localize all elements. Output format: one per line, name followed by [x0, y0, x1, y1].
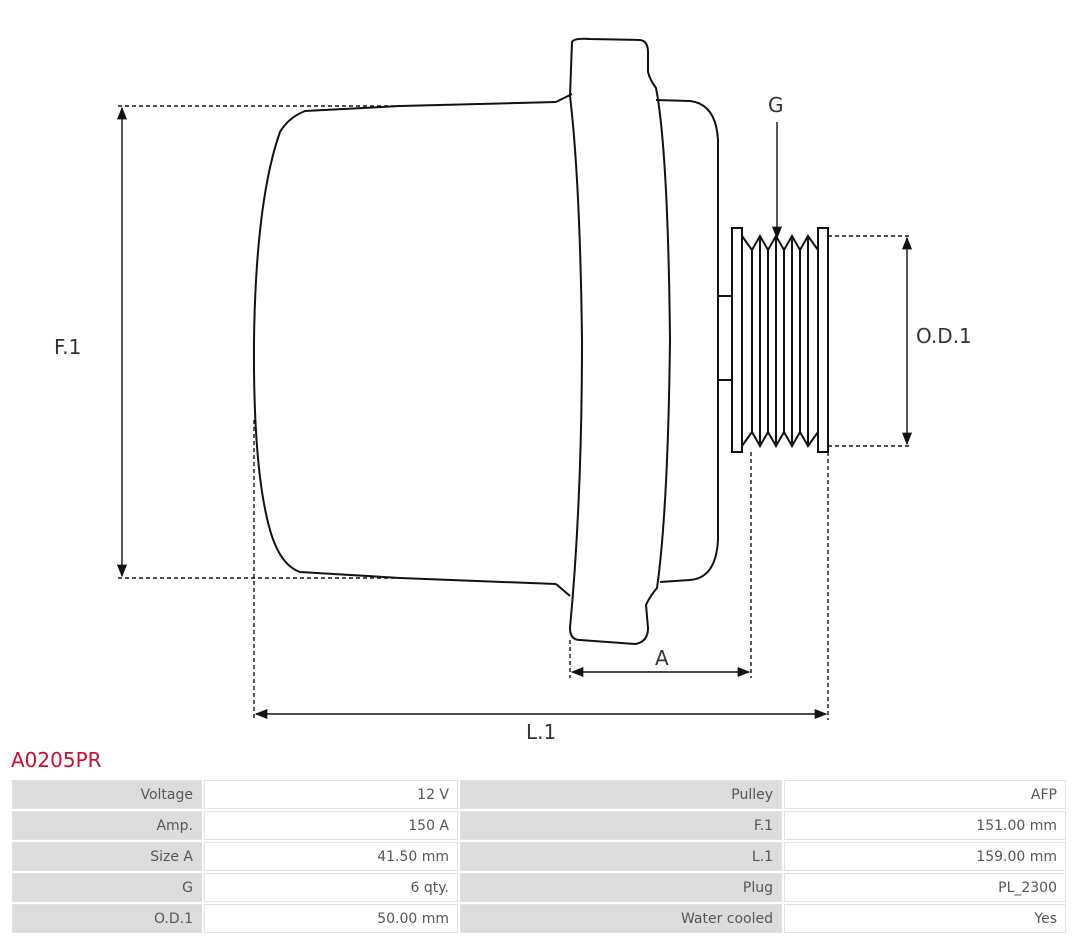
spec-label: O.D.1 [12, 904, 202, 933]
alternator-outline [252, 37, 829, 646]
rear-cover [655, 99, 719, 583]
flange [568, 37, 672, 646]
spec-label: L.1 [460, 842, 782, 871]
spec-label: G [12, 873, 202, 902]
alternator-dimension-drawing: F.1 G O.D.1 A L.1 [54, 37, 972, 744]
spec-value: PL_2300 [784, 873, 1066, 902]
spec-value: 41.50 mm [204, 842, 458, 871]
od1-label: O.D.1 [916, 324, 972, 348]
spec-value: 50.00 mm [204, 904, 458, 933]
spec-label: Size A [12, 842, 202, 871]
housing-body [252, 101, 557, 585]
shaft [718, 295, 733, 381]
part-code-title: A0205PR [11, 748, 102, 772]
spec-value: 6 qty. [204, 873, 458, 902]
l1-label: L.1 [526, 720, 556, 744]
spec-label: Water cooled [460, 904, 782, 933]
g-label: G [768, 93, 784, 117]
spec-label: Pulley [460, 780, 782, 809]
table-row: G 6 qty. Plug PL_2300 [12, 873, 1066, 902]
spec-value: 12 V [204, 780, 458, 809]
specifications-table: Voltage 12 V Pulley AFP Amp. 150 A F.1 1… [10, 778, 1068, 935]
spec-value: 150 A [204, 811, 458, 840]
spec-label: Voltage [12, 780, 202, 809]
spec-value: 151.00 mm [784, 811, 1066, 840]
table-row: Amp. 150 A F.1 151.00 mm [12, 811, 1066, 840]
a-label: A [655, 646, 669, 670]
table-row: Voltage 12 V Pulley AFP [12, 780, 1066, 809]
f1-label: F.1 [54, 335, 81, 359]
spec-value: Yes [784, 904, 1066, 933]
spec-label: Plug [460, 873, 782, 902]
dimension-lines [116, 105, 913, 720]
spec-value: 159.00 mm [784, 842, 1066, 871]
spec-label: Amp. [12, 811, 202, 840]
spec-label: F.1 [460, 811, 782, 840]
table-row: Size A 41.50 mm L.1 159.00 mm [12, 842, 1066, 871]
spec-value: AFP [784, 780, 1066, 809]
table-row: O.D.1 50.00 mm Water cooled Yes [12, 904, 1066, 933]
pulley [731, 227, 829, 453]
